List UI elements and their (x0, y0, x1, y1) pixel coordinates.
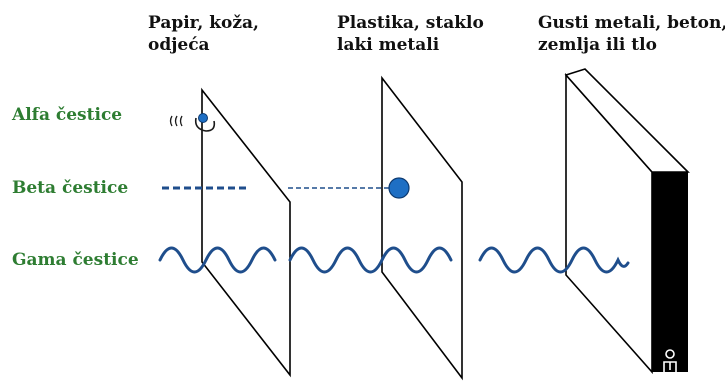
barrier-dense-label: Gusti metali, beton, zemlja ili tlo (538, 12, 725, 56)
barrier-paper-label-line2: odjeća (148, 35, 210, 55)
barrier-plastic-label-line2: laki metali (337, 35, 440, 55)
gamma-wave (158, 246, 630, 274)
barrier-dense-label-line2: zemlja ili tlo (538, 35, 657, 55)
barrier-plastic-panel (381, 75, 463, 381)
beta-label: Beta čestice (12, 178, 129, 198)
barrier-dense-label-line1: Gusti metali, beton, (538, 13, 725, 33)
barrier-paper-label-line1: Papir, koža, (148, 13, 259, 33)
figure-icon (663, 349, 677, 372)
barrier-dense-slab-edge (652, 172, 688, 372)
beta-particle (388, 177, 410, 199)
alpha-label: Alfa čestice (12, 105, 123, 125)
gamma-label: Gama čestice (12, 250, 139, 270)
alpha-particle (194, 113, 216, 132)
alpha-emission-icon (169, 115, 183, 127)
barrier-paper-panel (201, 87, 291, 378)
barrier-plastic-label-line1: Plastika, staklo (337, 13, 484, 33)
barrier-plastic-label: Plastika, staklo laki metali (337, 12, 484, 56)
barrier-paper-label: Papir, koža, odjeća (148, 12, 259, 56)
